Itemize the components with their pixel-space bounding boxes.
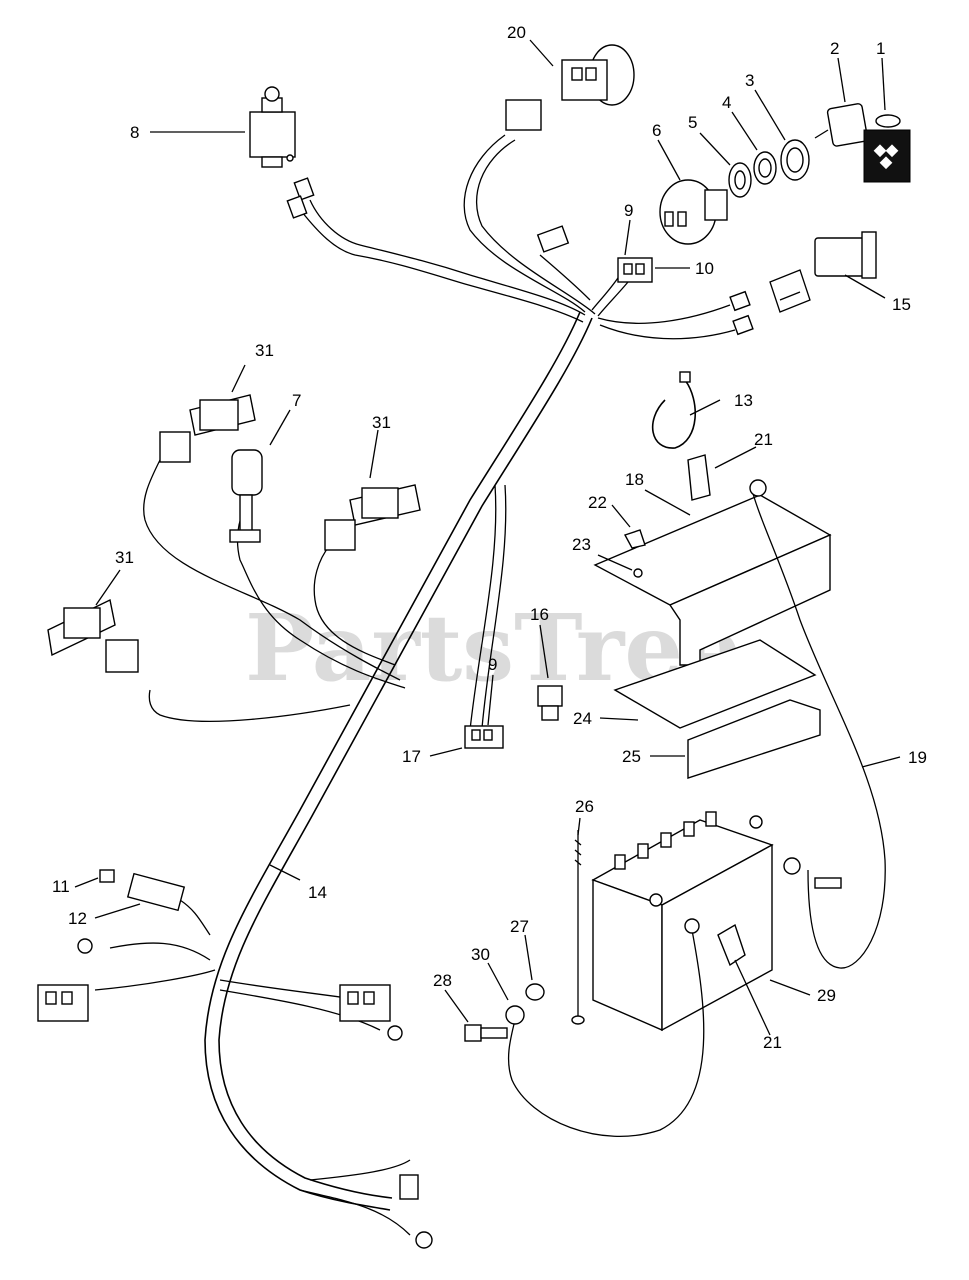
part-19-cable bbox=[751, 489, 886, 969]
label-1: 1 bbox=[876, 39, 885, 58]
part-16-sensor bbox=[537, 685, 563, 721]
label-8: 8 bbox=[130, 123, 139, 142]
part-31-relay-a bbox=[159, 394, 256, 463]
part-21-boot-lower bbox=[717, 923, 746, 967]
label-21a: 21 bbox=[754, 430, 773, 449]
part-5-washer bbox=[728, 162, 752, 198]
label-4: 4 bbox=[722, 93, 731, 112]
ring-terminal bbox=[77, 938, 93, 954]
part-20-switch bbox=[505, 44, 635, 131]
label-21b: 21 bbox=[763, 1033, 782, 1052]
part-29-battery bbox=[591, 811, 774, 1032]
label-24: 24 bbox=[573, 709, 592, 728]
part-25-tray bbox=[687, 699, 821, 779]
part-15-circuit-breaker bbox=[769, 231, 877, 313]
part-30-cable bbox=[507, 929, 705, 1138]
part-1-tag bbox=[863, 114, 911, 183]
cable-lug bbox=[505, 1005, 525, 1025]
cable-lug bbox=[684, 918, 700, 934]
label-11: 11 bbox=[52, 877, 70, 896]
part-12-fuse-holder bbox=[126, 872, 186, 912]
connector bbox=[536, 225, 570, 253]
part-28-bolt bbox=[464, 1024, 508, 1042]
ring-terminal bbox=[387, 1025, 403, 1041]
label-5: 5 bbox=[688, 113, 697, 132]
part-31-relay-c bbox=[47, 598, 139, 673]
part-13-cable-tie bbox=[651, 379, 696, 449]
label-30: 30 bbox=[471, 945, 490, 964]
terminal bbox=[729, 290, 751, 312]
label-25: 25 bbox=[622, 747, 641, 766]
ring-terminal bbox=[415, 1231, 433, 1249]
label-27: 27 bbox=[510, 917, 529, 936]
terminal bbox=[399, 1174, 419, 1200]
label-31a: 31 bbox=[255, 341, 274, 360]
label-31c: 31 bbox=[115, 548, 134, 567]
part-27-nut bbox=[525, 983, 545, 1001]
label-13: 13 bbox=[734, 391, 753, 410]
part-24-pad bbox=[613, 639, 817, 729]
part-labels: 8 20 2 1 3 4 5 6 9 10 15 13 21 18 22 23 … bbox=[52, 23, 927, 1052]
terminal bbox=[732, 314, 754, 336]
part-17-connector bbox=[464, 725, 504, 749]
part-21-boot-top bbox=[687, 454, 711, 501]
label-18: 18 bbox=[625, 470, 644, 489]
part-3-bezel bbox=[780, 139, 810, 181]
bolt-right bbox=[814, 877, 842, 889]
leader-lines bbox=[74, 39, 901, 1036]
label-9a: 9 bbox=[624, 201, 633, 220]
label-31b: 31 bbox=[372, 413, 391, 432]
label-16: 16 bbox=[530, 605, 549, 624]
label-14: 14 bbox=[308, 883, 327, 902]
label-3: 3 bbox=[745, 71, 754, 90]
label-7: 7 bbox=[292, 391, 301, 410]
terminal bbox=[293, 177, 315, 201]
connector-left bbox=[37, 984, 89, 1022]
tie-head bbox=[679, 371, 691, 383]
part-10-connector bbox=[617, 257, 653, 283]
part-22-wing-nut bbox=[623, 529, 646, 549]
part-31-relay-b bbox=[324, 484, 421, 551]
label-12: 12 bbox=[68, 909, 87, 928]
label-17: 17 bbox=[402, 747, 421, 766]
label-23: 23 bbox=[572, 535, 591, 554]
label-6: 6 bbox=[652, 121, 661, 140]
label-29: 29 bbox=[817, 986, 836, 1005]
label-15: 15 bbox=[892, 295, 911, 314]
label-20: 20 bbox=[507, 23, 526, 42]
label-2: 2 bbox=[830, 39, 839, 58]
part-2-key bbox=[814, 103, 869, 147]
part-7-boot bbox=[229, 449, 263, 543]
part-8-switch bbox=[249, 86, 296, 168]
label-19: 19 bbox=[908, 748, 927, 767]
cable-lug bbox=[749, 479, 767, 497]
connector-center bbox=[339, 984, 391, 1022]
part-11-fuse bbox=[99, 869, 115, 883]
part-18-battery-cover bbox=[593, 494, 832, 666]
part-4-nut bbox=[753, 151, 777, 185]
battery-terminal-right bbox=[783, 857, 801, 875]
label-10: 10 bbox=[695, 259, 714, 278]
label-22: 22 bbox=[588, 493, 607, 512]
label-26: 26 bbox=[575, 797, 594, 816]
label-9b: 9 bbox=[488, 655, 497, 674]
label-28: 28 bbox=[433, 971, 452, 990]
part-6-ignition-switch bbox=[659, 179, 728, 245]
terminal bbox=[286, 195, 308, 219]
